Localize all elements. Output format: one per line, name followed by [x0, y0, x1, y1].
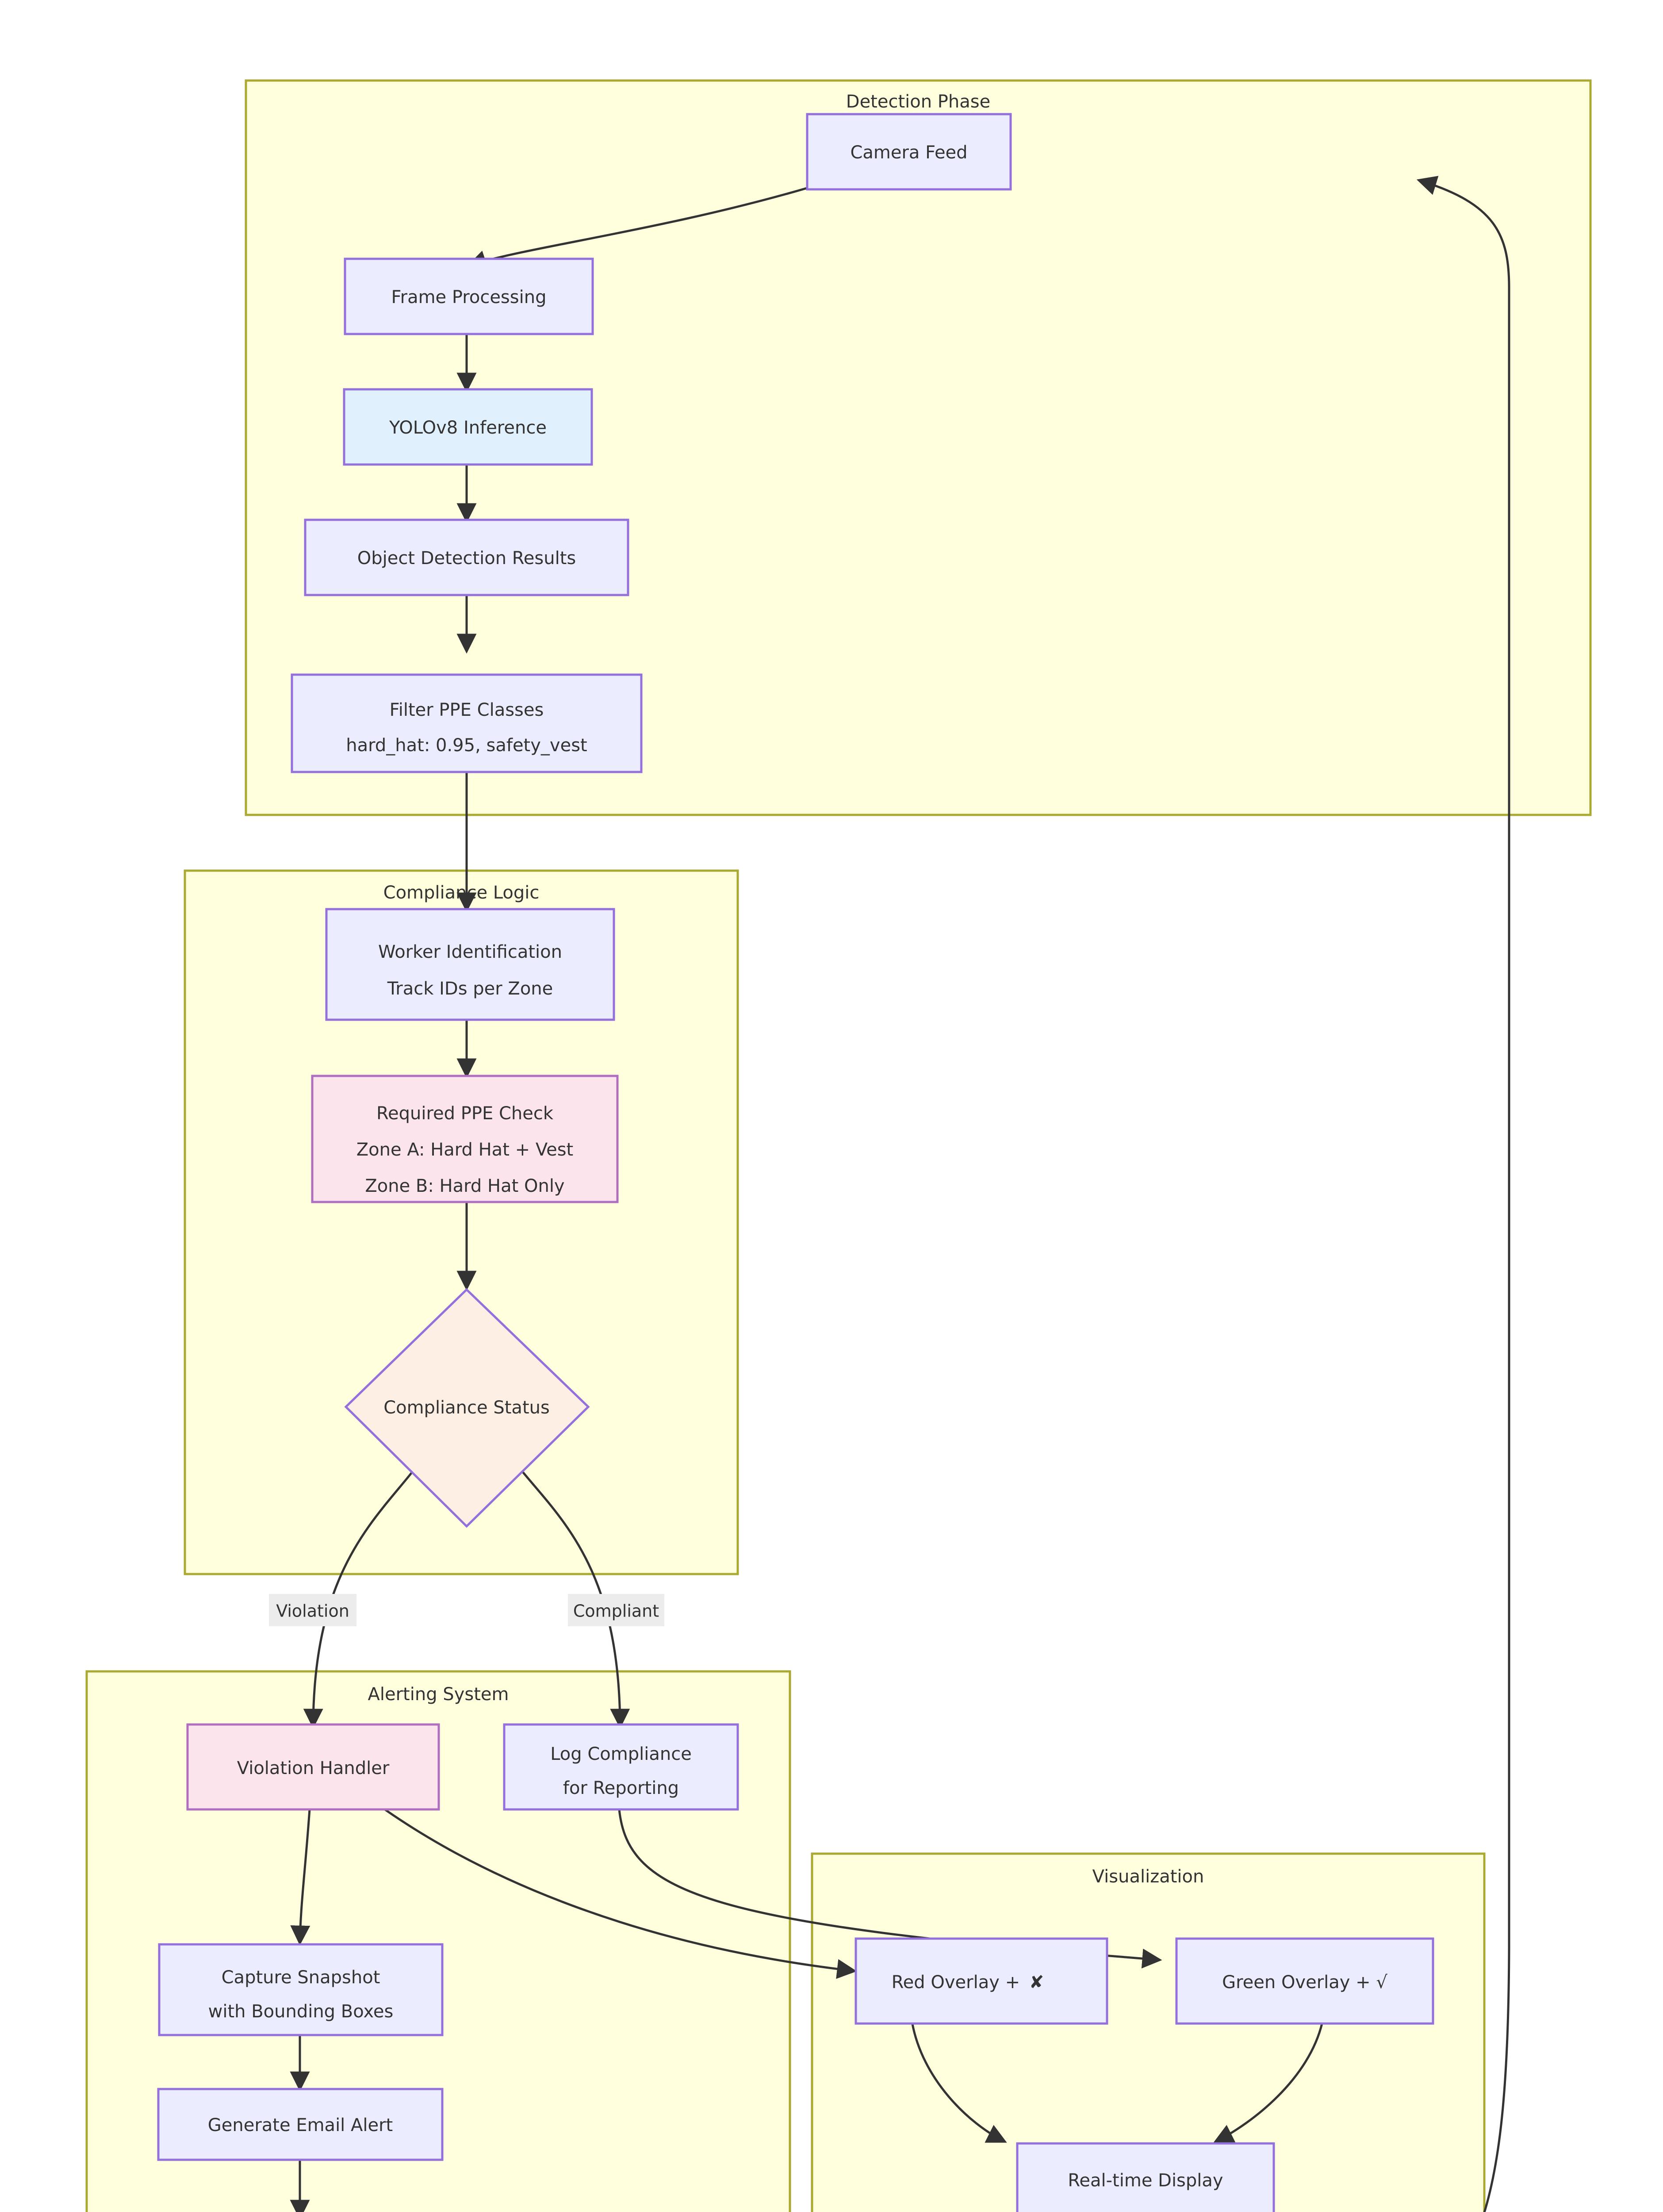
node-required-ppe-check[interactable]: Required PPE Check Zone A: Hard Hat + Ve… [311, 1075, 619, 1203]
node-worker-id-line2: Track IDs per Zone [387, 979, 553, 999]
node-violation-handler[interactable]: Violation Handler [186, 1723, 440, 1811]
node-compliance-status[interactable]: Compliance Status [344, 1288, 590, 1528]
edge-status-to-log [509, 1455, 630, 1729]
edge-status-to-violation [303, 1455, 426, 1729]
node-worker-id-line1: Worker Identification [378, 942, 562, 962]
node-camera-feed[interactable]: Camera Feed [806, 113, 1012, 191]
node-green-overlay-label: Green Overlay + √ [1222, 1972, 1387, 1993]
node-worker-identification[interactable]: Worker Identification Track IDs per Zone [325, 908, 615, 1021]
edge-red-overlay-to-display [911, 2021, 1007, 2143]
cluster-alerting-system-label: Alerting System [368, 1684, 509, 1705]
node-capture-snapshot[interactable]: Capture Snapshot with Bounding Boxes [158, 1943, 444, 2036]
cluster-compliance-logic-label: Compliance Logic [383, 883, 540, 903]
cluster-detection-phase-label: Detection Phase [846, 92, 990, 112]
node-generate-email-alert-label: Generate Email Alert [208, 2115, 393, 2135]
node-frame-processing-label: Frame Processing [391, 287, 547, 307]
edge-green-overlay-to-display [1213, 2021, 1324, 2143]
cluster-visualization-label: Visualization [1092, 1866, 1204, 1887]
node-generate-email-alert[interactable]: Generate Email Alert [157, 2088, 444, 2161]
node-log-compliance-line1: Log Compliance [550, 1744, 692, 1764]
edge-label-violation-text: Violation [276, 1601, 349, 1621]
node-required-ppe-line1: Required PPE Check [376, 1103, 554, 1124]
node-frame-processing[interactable]: Frame Processing [344, 257, 594, 335]
node-violation-handler-label: Violation Handler [237, 1758, 390, 1778]
node-log-compliance-line2: for Reporting [563, 1778, 679, 1798]
node-filter-ppe-line1: Filter PPE Classes [390, 700, 544, 720]
node-capture-snapshot-line2: with Bounding Boxes [208, 2001, 394, 2022]
node-log-compliance[interactable]: Log Compliance for Reporting [503, 1723, 739, 1811]
node-camera-feed-label: Camera Feed [850, 142, 967, 163]
edge-label-violation: Violation [269, 1594, 356, 1626]
edge-next-frame-to-camera [1416, 176, 1510, 2212]
node-compliance-status-label: Compliance Status [383, 1398, 550, 1418]
node-yolov8-inference-label: YOLOv8 Inference [389, 418, 547, 438]
node-filter-ppe-line2: hard_hat: 0.95, safety_vest [346, 735, 587, 756]
edge-label-compliant: Compliant [568, 1594, 664, 1626]
node-required-ppe-line3: Zone B: Hard Hat Only [365, 1176, 564, 1196]
node-red-overlay-label: Red Overlay + [892, 1972, 1026, 1993]
edge-violation-to-red-overlay [384, 1808, 857, 1979]
node-realtime-display[interactable]: Real-time Display [1016, 2142, 1275, 2212]
node-yolov8-inference[interactable]: YOLOv8 Inference [343, 388, 593, 466]
cross-icon: ✘ [1029, 1972, 1044, 1993]
node-object-detection-results[interactable]: Object Detection Results [304, 518, 629, 596]
node-red-overlay[interactable]: Red Overlay + ✘ [854, 1937, 1108, 2025]
node-filter-ppe-classes[interactable]: Filter PPE Classes hard_hat: 0.95, safet… [291, 673, 643, 773]
node-realtime-display-label: Real-time Display [1068, 2170, 1223, 2191]
node-required-ppe-line2: Zone A: Hard Hat + Vest [356, 1140, 573, 1160]
node-green-overlay[interactable]: Green Overlay + √ [1175, 1937, 1434, 2025]
edge-label-compliant-text: Compliant [573, 1601, 659, 1621]
node-object-detection-results-label: Object Detection Results [357, 548, 576, 568]
node-capture-snapshot-line1: Capture Snapshot [222, 1967, 380, 1988]
edge-violation-to-capture [290, 1809, 311, 1946]
svg-text:Red Overlay + ✘: Red Overlay + ✘ [892, 1972, 1044, 1993]
